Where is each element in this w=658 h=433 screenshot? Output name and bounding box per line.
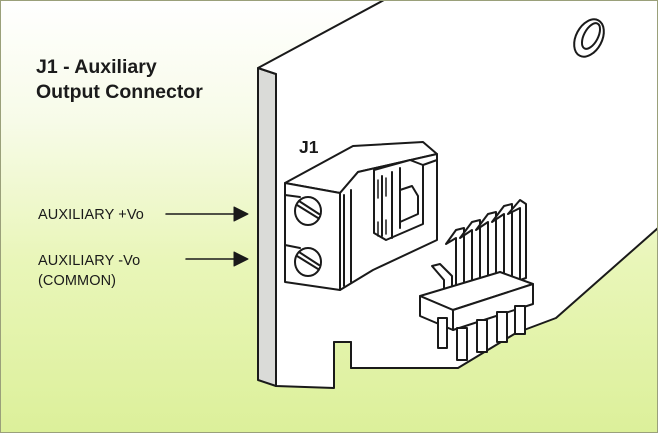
arrow-aux-minus xyxy=(185,251,249,267)
mounting-hole xyxy=(573,18,605,58)
diagram-title: J1 - Auxiliary Output Connector xyxy=(36,55,203,105)
arrow-aux-plus xyxy=(165,206,249,222)
aux-minus-common-label: (COMMON) xyxy=(38,273,117,289)
board-notch-edge xyxy=(333,341,352,369)
board-edge xyxy=(257,67,277,387)
aux-minus-label: AUXILIARY -Vo xyxy=(38,253,141,269)
title-line-1: J1 - Auxiliary xyxy=(36,56,157,78)
aux-plus-label: AUXILIARY +Vo xyxy=(38,207,144,223)
aux-minus-label-group: AUXILIARY -Vo (COMMON) xyxy=(38,251,140,291)
title-line-2: Output Connector xyxy=(36,81,203,103)
screw-terminal-bottom xyxy=(284,244,322,277)
pin-header xyxy=(419,199,534,361)
board-face xyxy=(257,0,658,389)
j1-label: J1 xyxy=(299,137,319,157)
screw-terminal-top xyxy=(284,194,322,226)
j1-terminal-block xyxy=(284,141,438,291)
